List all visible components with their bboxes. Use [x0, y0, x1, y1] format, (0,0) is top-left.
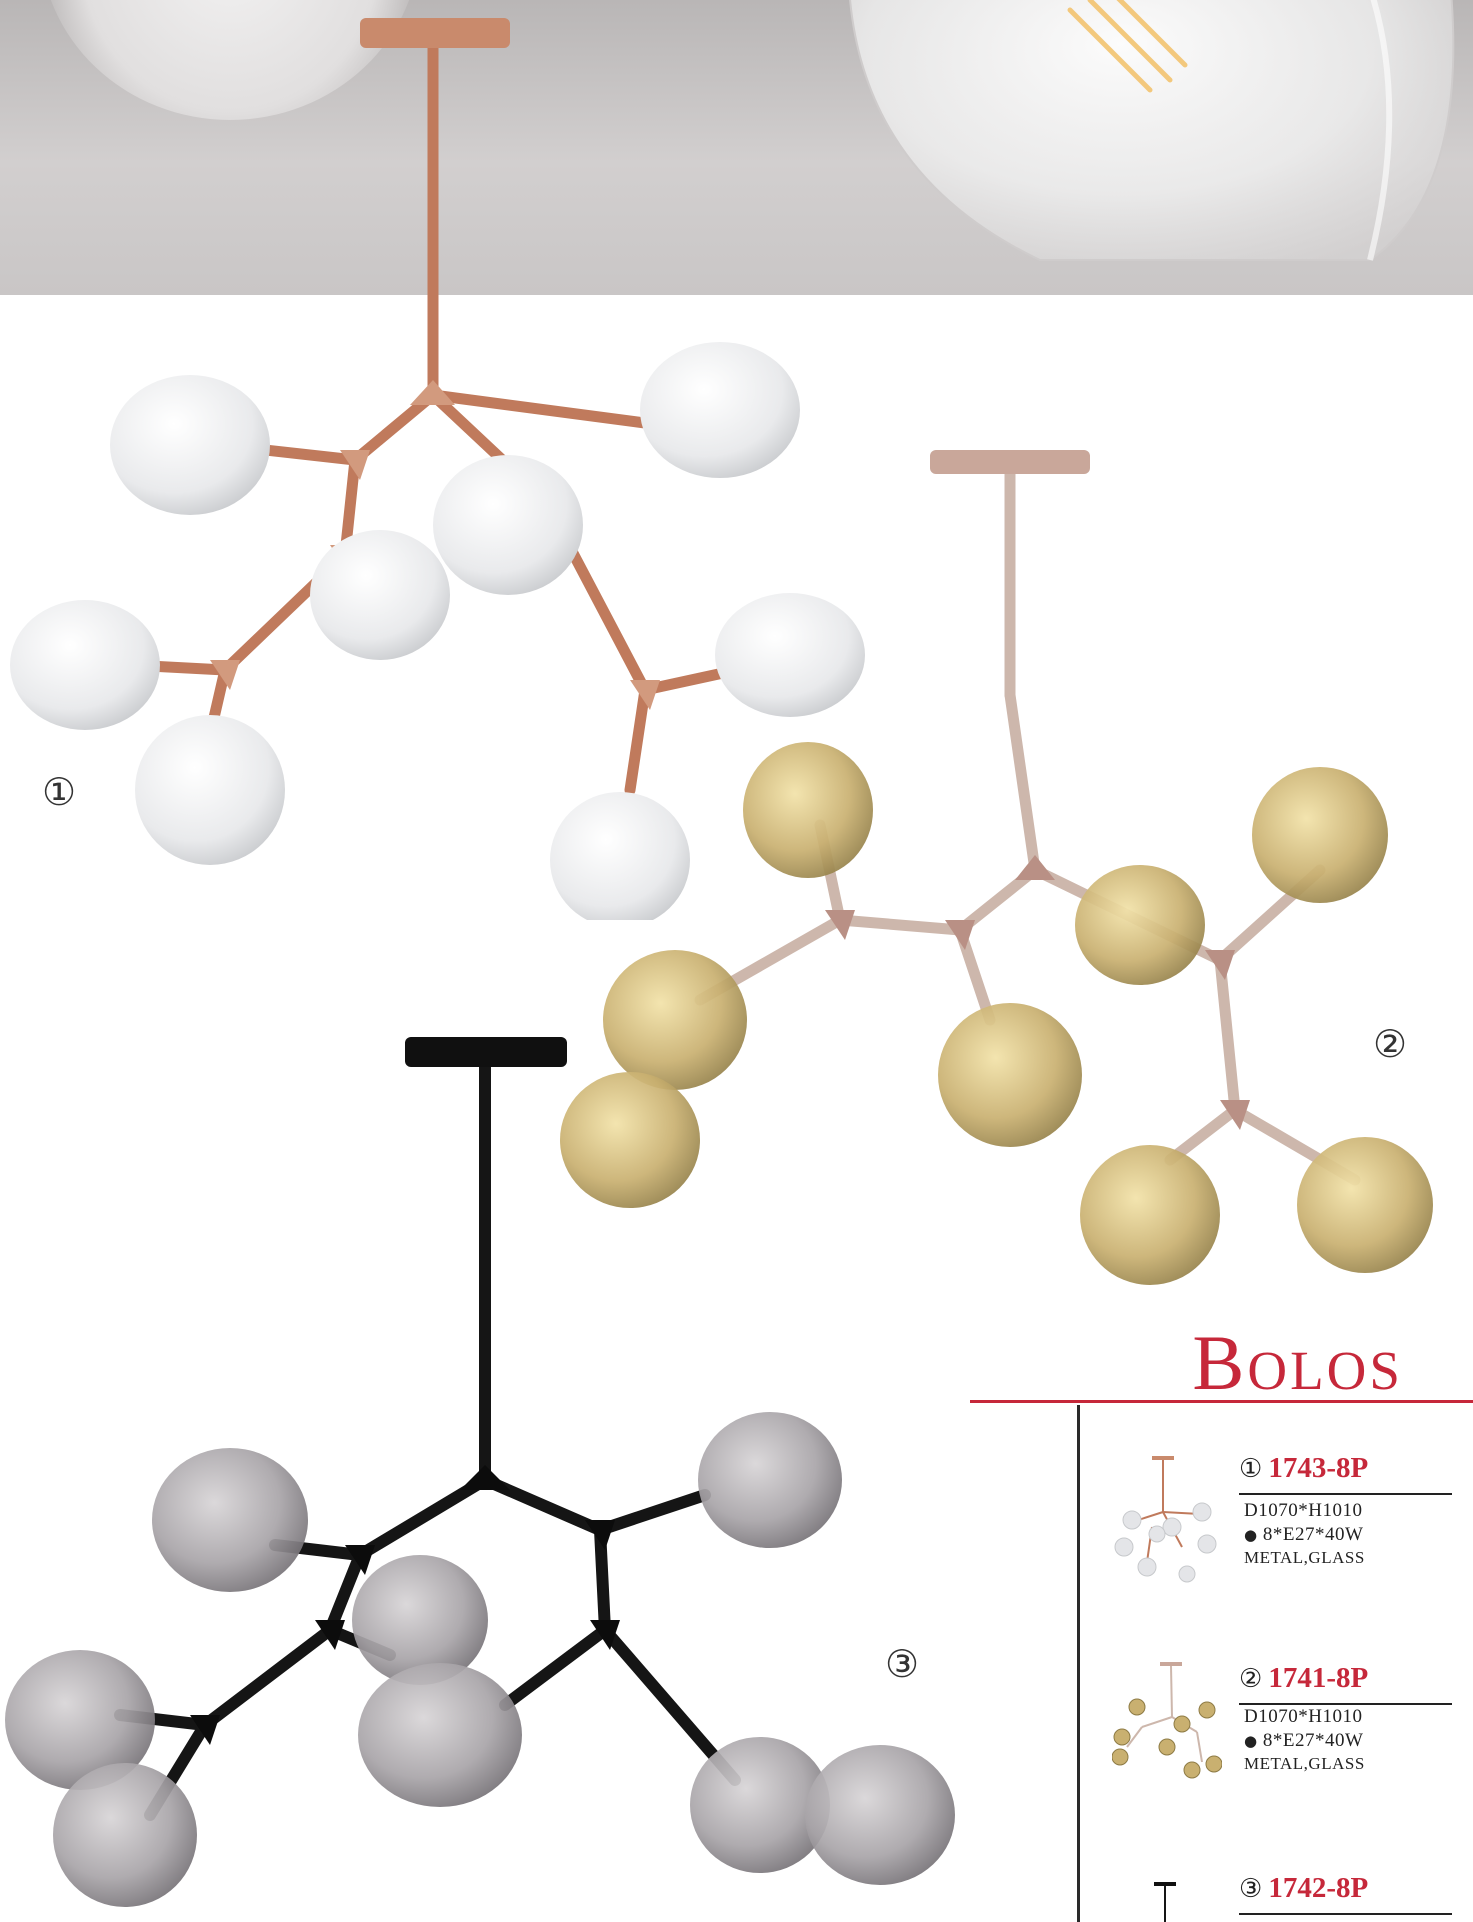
code-mark: ③ — [1239, 1874, 1263, 1904]
catalog-divider — [1077, 1405, 1080, 1922]
chandelier-rose-gold — [10, 18, 865, 920]
code-underline — [1239, 1493, 1452, 1495]
hero-photo-band — [0, 0, 1473, 295]
spec-material: METAL,GLASS — [1244, 1548, 1365, 1567]
model-code: 1743-8P — [1268, 1452, 1369, 1484]
spec-size: D1070*H1010 — [1244, 1500, 1363, 1521]
spec-size: D1070*H1010 — [1244, 1706, 1363, 1727]
blurred-glass-shade — [849, 0, 1455, 261]
code-mark: ① — [1239, 1454, 1263, 1484]
thumbnail-rose-gold — [1114, 1456, 1217, 1583]
spec-bulbs: 8*E27*40W — [1262, 1524, 1364, 1545]
code-underline — [1239, 1703, 1452, 1705]
variant-mark-2: ② — [1373, 1022, 1408, 1066]
spec-bulbs: 8*E27*40W — [1262, 1730, 1364, 1751]
chandelier-black — [5, 1037, 955, 1907]
variant-mark-1: ① — [42, 770, 77, 814]
bulb-icon: ● — [1244, 1732, 1258, 1750]
catalog-item-1742-8P: ③ 1742-8P — [1112, 1872, 1452, 1922]
variant-mark-3: ③ — [885, 1642, 920, 1686]
catalog-item-1741-8P: ② 1741-8P D1070*H1010 ● 8*E27*40W METAL,… — [1112, 1662, 1452, 1812]
brand-underline — [970, 1400, 1473, 1403]
spec-material: METAL,GLASS — [1244, 1754, 1365, 1773]
thumbnail-black — [1154, 1882, 1176, 1922]
model-code: 1741-8P — [1268, 1662, 1369, 1694]
code-mark: ② — [1239, 1664, 1263, 1694]
chandelier-champagne — [560, 450, 1433, 1285]
code-underline — [1239, 1913, 1452, 1915]
bulb-icon: ● — [1244, 1526, 1258, 1544]
thumbnail-champagne — [1112, 1662, 1222, 1779]
brand-title: Bolos — [1192, 1319, 1403, 1406]
model-code: 1742-8P — [1268, 1872, 1369, 1904]
catalog-item-1743-8P: ① 1743-8P D1070*H1010 ● 8*E27*40W METAL,… — [1112, 1452, 1452, 1602]
